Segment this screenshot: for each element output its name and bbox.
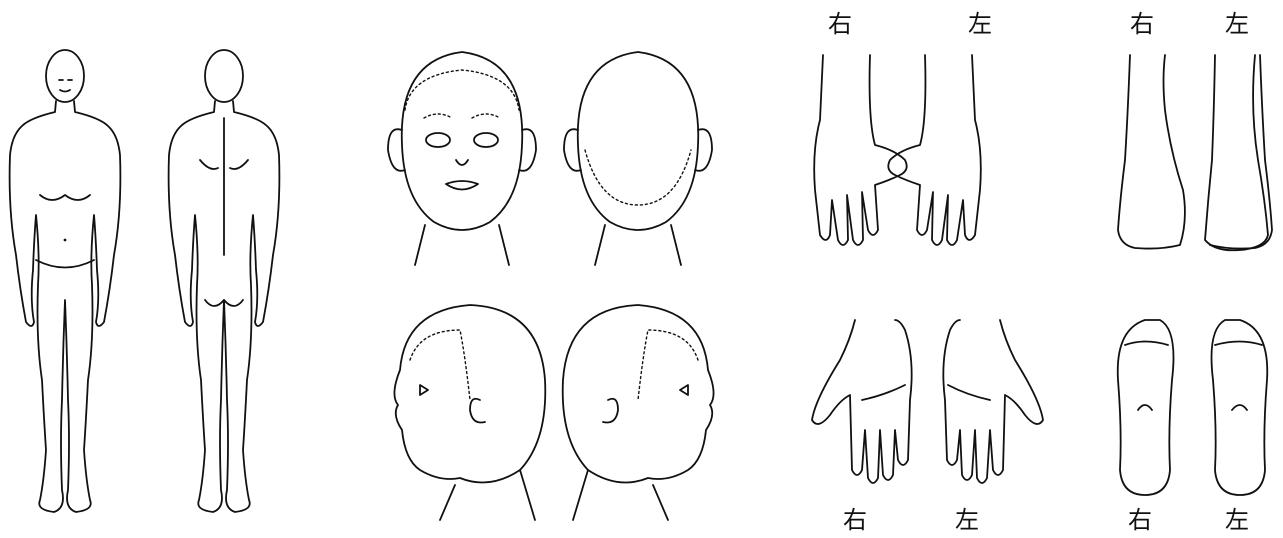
head-back [564, 52, 712, 265]
head-side-right [394, 305, 545, 520]
head-side-left [563, 305, 714, 520]
feet-sole [1118, 320, 1268, 495]
body-back-figure [169, 50, 280, 512]
hands-back [814, 55, 981, 245]
feet-top [1118, 55, 1272, 250]
body-front-figure [10, 50, 121, 512]
head-front [388, 52, 536, 265]
hands-palm [812, 320, 1043, 483]
